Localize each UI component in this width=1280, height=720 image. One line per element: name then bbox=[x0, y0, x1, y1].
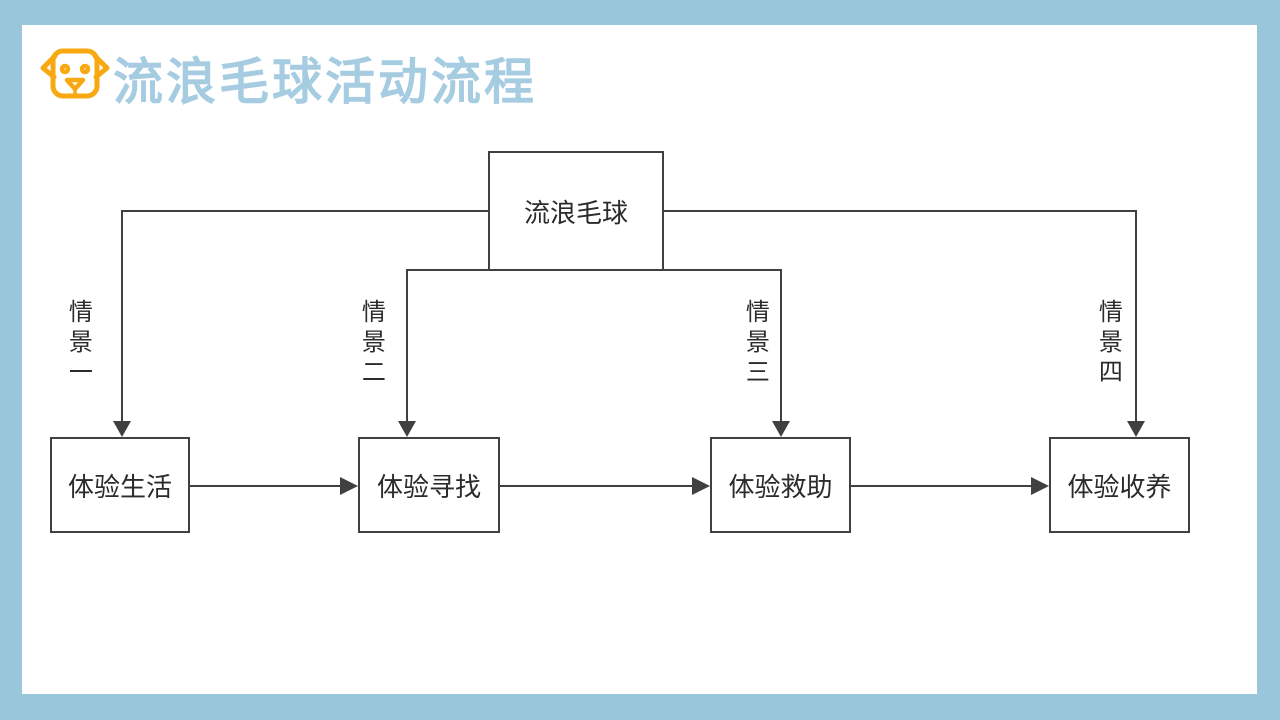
connector-root-step2-horizontal bbox=[407, 269, 488, 271]
arrowhead-down-icon bbox=[113, 421, 131, 437]
connector-root-step1-horizontal bbox=[122, 210, 488, 212]
branch-label-1: 情景一 bbox=[64, 299, 92, 389]
node-step-4-label: 体验收养 bbox=[1067, 471, 1172, 502]
node-step-4: 体验收养 bbox=[1049, 437, 1190, 533]
node-step-2-label: 体验寻找 bbox=[376, 471, 481, 502]
arrowhead-down-icon bbox=[1127, 421, 1145, 437]
node-step-1-label: 体验生活 bbox=[67, 471, 172, 502]
arrowhead-down-icon bbox=[772, 421, 790, 437]
arrowhead-right-icon bbox=[340, 477, 358, 495]
arrowhead-right-icon bbox=[1031, 477, 1049, 495]
node-step-2: 体验寻找 bbox=[358, 437, 500, 533]
connector-step1-step2 bbox=[190, 485, 340, 487]
node-step-3: 体验救助 bbox=[710, 437, 851, 533]
node-step-1: 体验生活 bbox=[50, 437, 190, 533]
dog-icon bbox=[40, 48, 110, 99]
branch-label-3: 情景三 bbox=[741, 299, 769, 389]
connector-root-step3-vertical bbox=[780, 269, 782, 422]
arrowhead-down-icon bbox=[398, 421, 416, 437]
node-step-3-label: 体验救助 bbox=[728, 471, 833, 502]
node-root: 流浪毛球 bbox=[488, 151, 664, 271]
connector-root-step1-vertical bbox=[121, 210, 123, 422]
connector-root-step2-vertical bbox=[406, 269, 408, 422]
page-title: 流浪毛球活动流程 bbox=[113, 54, 537, 110]
connector-root-step3-horizontal bbox=[664, 269, 781, 271]
slide-canvas bbox=[22, 25, 1257, 694]
node-root-label: 流浪毛球 bbox=[523, 197, 628, 228]
connector-root-step4-vertical bbox=[1135, 210, 1137, 422]
connector-step2-step3 bbox=[500, 485, 692, 487]
arrowhead-right-icon bbox=[692, 477, 710, 495]
connector-root-step4-horizontal bbox=[664, 210, 1136, 212]
branch-label-2: 情景二 bbox=[357, 299, 385, 389]
connector-step3-step4 bbox=[851, 485, 1031, 487]
branch-label-4: 情景四 bbox=[1094, 299, 1122, 389]
